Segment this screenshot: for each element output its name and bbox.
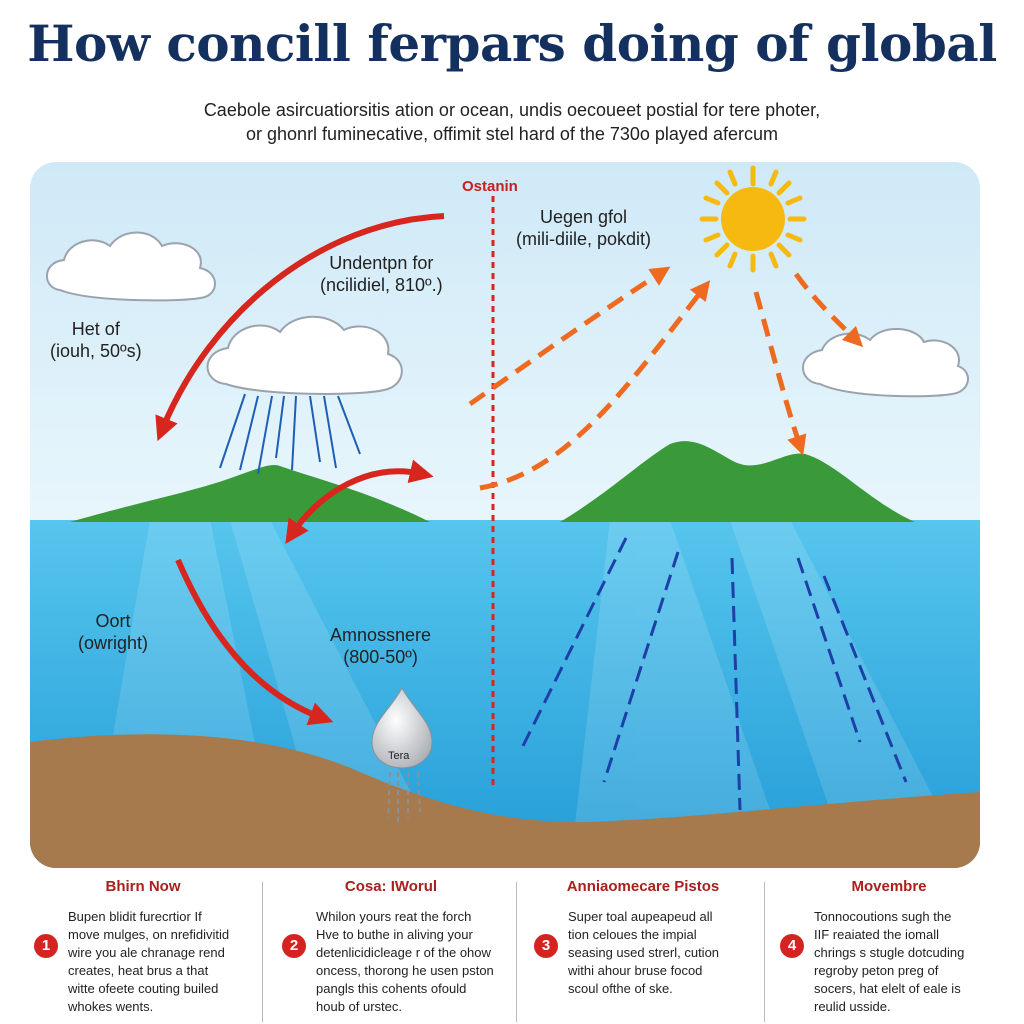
- step-text-line: socers, hat elelt of eale is: [814, 981, 961, 996]
- step-text-line: move mulges, on nrefidivitid: [68, 927, 230, 942]
- step-text: Tonnocoutions sugh the IIF reaiated the …: [814, 908, 1004, 1016]
- step-2: Cosa: IWorul 2 Whilon yours reat the for…: [268, 872, 514, 1022]
- step-divider: [262, 882, 263, 1022]
- heat-of-label-title: Het of: [71, 319, 120, 339]
- cloud-icon: [46, 231, 216, 302]
- drop-drip-lines: [387, 771, 421, 822]
- step-text-line: wire you ale chranage rend: [68, 945, 225, 960]
- subtitle: Caebole asircuatiorsitis ation or ocean,…: [0, 98, 1024, 146]
- step-text-line: houb of urstec.: [316, 999, 402, 1014]
- orange-arrow-rising-1: [468, 266, 671, 407]
- step-number-badge: 2: [282, 934, 306, 958]
- step-text: Super toal aupeapeud all tion celoues th…: [568, 908, 758, 998]
- orange-arrow-rising-2: [479, 280, 711, 491]
- atmosphere-label: Amnossnere (800-50º): [330, 624, 431, 668]
- step-text-line: Tonnocoutions sugh the: [814, 909, 952, 924]
- oort-label: Oort (owright): [78, 610, 148, 654]
- step-text-line: oncess, thorong he usen pston: [316, 963, 494, 978]
- droplet-label: Tera: [388, 750, 410, 762]
- step-divider: [516, 882, 517, 1022]
- step-number-badge: 1: [34, 934, 58, 958]
- sun-icon: [699, 165, 807, 273]
- step-text-line: detenlicidicleage r of the ohow: [316, 945, 491, 960]
- orange-arrow-sunray-1: [753, 291, 807, 456]
- step-text-line: regroby peton preg of: [814, 963, 939, 978]
- water-drop-icon: [371, 686, 433, 769]
- steps-panel: Bhirn Now 1 Bupen blidit furecrtior If m…: [20, 872, 1010, 1022]
- step-text-line: pangls this cohents ofould: [316, 981, 467, 996]
- step-text-line: scoul ofthe of ske.: [568, 981, 673, 996]
- step-text-line: witte ofeete couting builed: [68, 981, 219, 996]
- right-island: [560, 441, 915, 522]
- step-number-badge: 3: [534, 934, 558, 958]
- heat-of-label: Het of (iouh, 50ºs): [50, 318, 142, 362]
- cloud-icon: [206, 315, 403, 395]
- divider-label: Ostanin: [462, 178, 518, 195]
- step-text: Bupen blidit furecrtior If move mulges, …: [68, 908, 258, 1016]
- step-title: Movembre: [851, 878, 927, 895]
- diagram-canvas: [30, 162, 980, 868]
- step-text-line: chrings s stugle dotcuding: [814, 945, 965, 960]
- step-1: Bhirn Now 1 Bupen blidit furecrtior If m…: [20, 872, 266, 1022]
- step-text-line: Whilon yours reat the forch: [316, 909, 472, 924]
- step-text-line: tion celoues the impial: [568, 927, 697, 942]
- oort-label-title: Oort: [95, 611, 131, 631]
- red-arrow-exchange: [285, 459, 434, 544]
- step-title: Bhirn Now: [105, 878, 181, 895]
- red-arrow-ocean-down: [175, 558, 334, 726]
- uegen-label-title: Uegen gfol: [539, 207, 628, 227]
- undentpn-label-title: Undentpn for: [329, 253, 434, 273]
- step-text-line: creates, heat brus a that: [68, 963, 209, 978]
- step-text-line: withi ahour bruse focod: [568, 963, 703, 978]
- step-text-line: Super toal aupeapeud all: [568, 909, 713, 924]
- step-title: Anniaomecare Pistos: [566, 878, 720, 895]
- atmosphere-label-sub: (800-50º): [343, 647, 418, 667]
- orange-arrow-sunray-2: [793, 272, 864, 348]
- uegen-label: Uegen gfol (mili-diile, pokdit): [516, 206, 651, 250]
- step-text: Whilon yours reat the forch Hve to buthe…: [316, 908, 506, 1016]
- atmosphere-label-title: Amnossnere: [330, 625, 432, 645]
- step-text-line: reulid usside.: [814, 999, 891, 1014]
- step-title: Cosa: IWorul: [344, 878, 438, 895]
- step-divider: [764, 882, 765, 1022]
- subtitle-line-1: Caebole asircuatiorsitis ation or ocean,…: [203, 100, 821, 120]
- ocean-current-dashes: [518, 537, 908, 811]
- climate-diagram: Ostanin Het of (iouh, 50ºs) Undentpn for…: [30, 162, 980, 868]
- oort-label-sub: (owright): [78, 633, 149, 653]
- step-4: Movembre 4 Tonnocoutions sugh the IIF re…: [766, 872, 1012, 1022]
- ocean-light-rays: [90, 520, 970, 868]
- step-text-line: whokes wents.: [68, 999, 154, 1014]
- seabed: [30, 734, 980, 868]
- step-text-line: Hve to buthe in aliving your: [316, 927, 473, 942]
- rain-lines: [219, 393, 361, 475]
- step-text-line: seasing used strerl, cution: [568, 945, 720, 960]
- red-arrow-cloud-loop: [155, 213, 445, 442]
- undentpn-label: Undentpn for (ncilidiel, 810º.): [320, 252, 443, 296]
- step-text-line: IIF reaiated the iomall: [814, 927, 940, 942]
- subtitle-line-2: or ghonrl fuminecative, offimit stel har…: [246, 124, 778, 144]
- step-3: Anniaomecare Pistos 3 Super toal aupeape…: [520, 872, 766, 1022]
- uegen-label-sub: (mili-diile, pokdit): [516, 229, 652, 249]
- step-text-line: Bupen blidit furecrtior If: [68, 909, 202, 924]
- step-number-badge: 4: [780, 934, 804, 958]
- heat-of-label-sub: (iouh, 50ºs): [50, 341, 142, 361]
- page-title: How concill ferpars doing of global: [27, 14, 997, 73]
- undentpn-label-sub: (ncilidiel, 810º.): [320, 275, 443, 295]
